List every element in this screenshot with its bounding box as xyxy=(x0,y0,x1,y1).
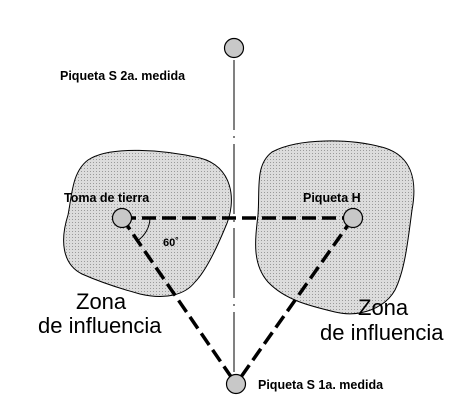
stake-s2-node xyxy=(223,37,245,59)
connection-ground-to-s1 xyxy=(120,217,238,385)
influence-zone-right xyxy=(255,140,415,315)
influence-zone-left xyxy=(63,149,232,297)
angle-arc xyxy=(136,217,151,242)
stake-h-label: Piqueta H xyxy=(303,191,361,205)
zone-left-label-line2: de influencia xyxy=(38,313,162,338)
stake-s2-label: Piqueta S 2a. medida xyxy=(60,69,186,83)
ground-label: Toma de tierra xyxy=(64,191,150,205)
stake-s1-label: Piqueta S 1a. medida xyxy=(258,378,384,392)
zone-left-label-line1: Zona xyxy=(76,289,127,314)
stake-h-node xyxy=(342,207,364,229)
connection-h-to-s1 xyxy=(234,216,355,386)
zone-right-label-line1: Zona xyxy=(358,295,409,320)
ground-node xyxy=(111,207,133,229)
angle-label: 60˚ xyxy=(163,237,179,249)
zone-right-label-line2: de influencia xyxy=(320,320,444,345)
stake-s1-node xyxy=(225,373,247,395)
